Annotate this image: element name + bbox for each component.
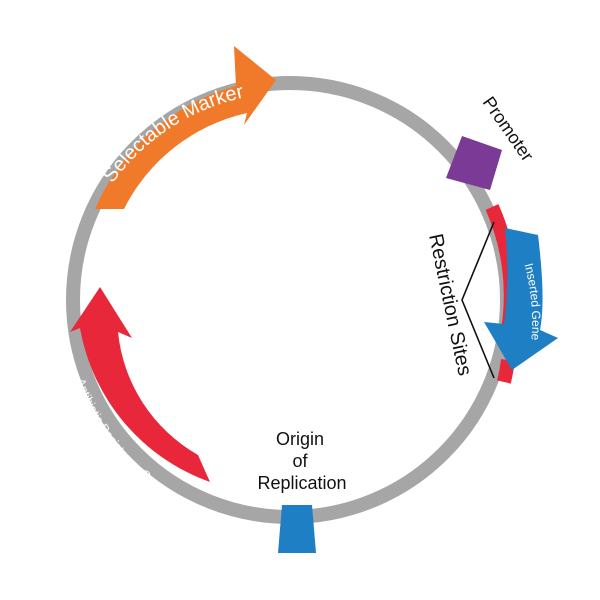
restriction-site-lower bbox=[497, 359, 515, 384]
promoter-block bbox=[446, 136, 502, 190]
selectable-marker-arrow bbox=[95, 46, 276, 209]
origin-label-line3: Replication bbox=[257, 473, 346, 493]
origin-label-line2: of bbox=[292, 451, 308, 471]
inserted-gene-arrow bbox=[484, 228, 558, 370]
origin-label-line1: Origin bbox=[276, 429, 324, 449]
restriction-sites-label: Restriction Sites bbox=[424, 232, 476, 378]
antibiotic-resistance-arrow bbox=[70, 287, 210, 482]
restriction-sites-bracket bbox=[461, 221, 495, 379]
origin-of-replication-block bbox=[278, 505, 316, 553]
